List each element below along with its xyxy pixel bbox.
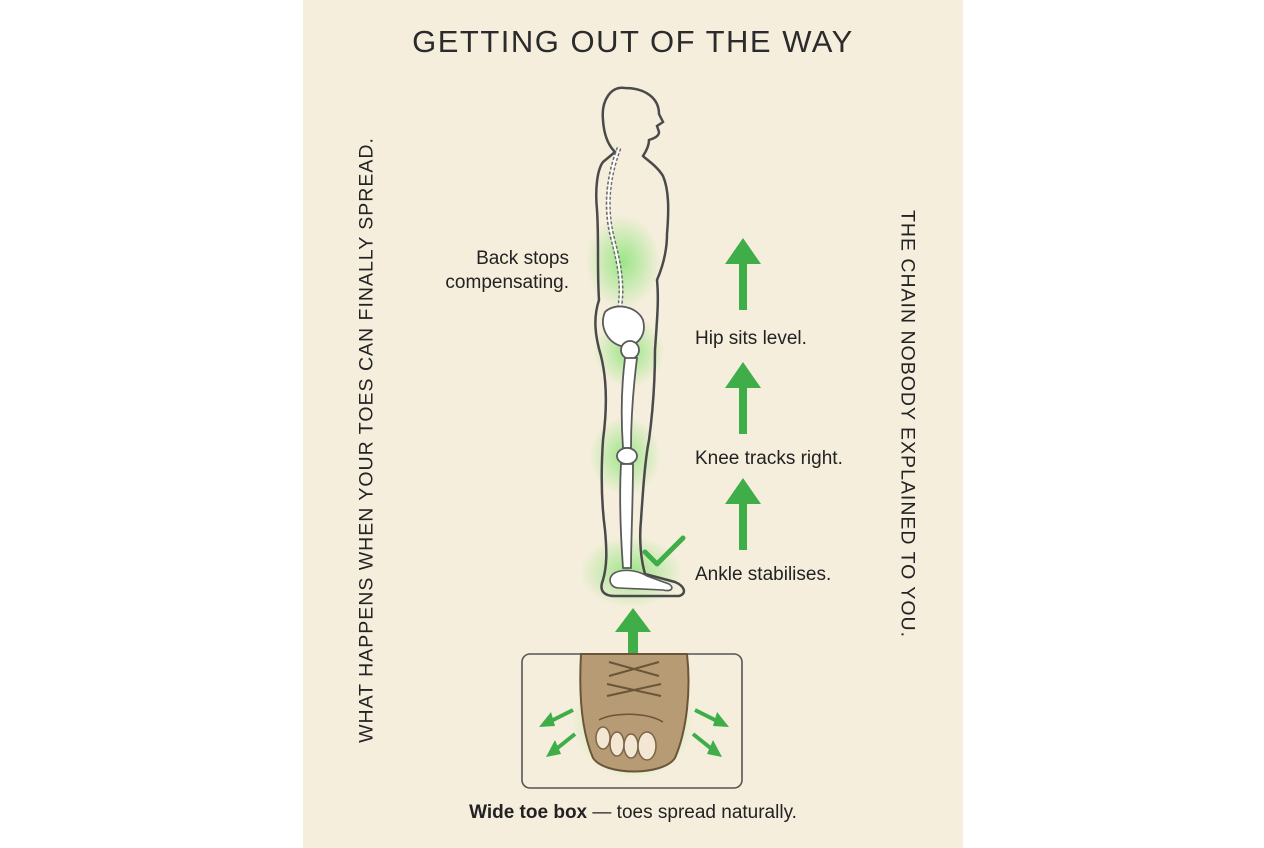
pelvis xyxy=(602,305,645,348)
knee-joint xyxy=(616,447,638,465)
left-vertical-text: WHAT HAPPENS WHEN YOUR TOES CAN FINALLY … xyxy=(355,137,378,743)
label-ankle: Ankle stabilises. xyxy=(695,564,832,585)
foot-bones xyxy=(609,569,673,592)
hip-joint xyxy=(620,340,640,360)
up-arrow-icon-middle xyxy=(725,362,761,434)
laces xyxy=(606,661,662,697)
tibia xyxy=(619,463,634,569)
body-outline xyxy=(594,86,686,598)
caption: Wide toe box — toes spread naturally. xyxy=(303,802,963,824)
label-back: Back stops compensating. xyxy=(445,248,569,293)
right-vertical-text: THE CHAIN NOBODY EXPLAINED TO YOU. xyxy=(896,209,919,639)
back-glow xyxy=(585,214,661,310)
caption-rest: — toes spread naturally. xyxy=(587,802,797,823)
poster-panel: GETTING OUT OF THE WAY WHAT HAPPENS WHEN… xyxy=(303,0,963,848)
illustration xyxy=(521,86,761,789)
spread-arrow-icon xyxy=(539,708,729,757)
toes xyxy=(595,726,657,761)
up-arrow-icon-top xyxy=(725,238,761,310)
label-hip: Hip sits level. xyxy=(695,328,807,349)
check-icon xyxy=(642,535,686,567)
up-arrow-icon-bottom xyxy=(725,478,761,550)
up-arrow-icon-shoe xyxy=(615,608,651,656)
caption-bold: Wide toe box xyxy=(469,802,588,823)
page-title: GETTING OUT OF THE WAY xyxy=(412,24,854,59)
label-knee: Knee tracks right. xyxy=(695,448,843,469)
